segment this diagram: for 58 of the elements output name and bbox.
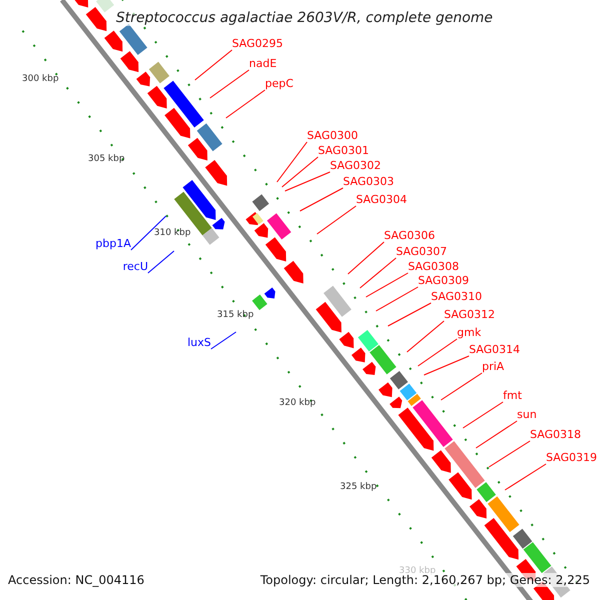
leader-line (360, 258, 396, 288)
leader-line (504, 464, 546, 490)
gene-label: SAG0295 (232, 37, 284, 51)
leader-line (418, 338, 458, 366)
gene-label: SAG0308 (408, 260, 460, 274)
leader-line (366, 272, 408, 298)
leader-line (376, 286, 418, 312)
leader-line (488, 440, 530, 468)
leader-line (130, 216, 166, 250)
gene-label: recU (122, 260, 148, 274)
leader-line (316, 206, 356, 234)
position-tick-label: 310 kbp (154, 228, 191, 238)
gene-label: nadE (249, 57, 277, 71)
position-tick-label: 330 kbp (399, 566, 436, 576)
gene-label: priA (482, 360, 504, 374)
gene-label: SAG0302 (330, 159, 382, 173)
leader-line (300, 188, 344, 212)
leader-line (210, 332, 236, 350)
gene-label: pbp1A (96, 237, 131, 251)
gene-label: gmk (457, 326, 482, 340)
leader-line (284, 172, 330, 192)
gene-label: SAG0307 (396, 245, 448, 259)
leader-line (276, 142, 308, 182)
position-tick-label: 305 kbp (88, 154, 125, 164)
gene-label: SAG0306 (384, 229, 436, 243)
leader-line (476, 420, 518, 448)
gene-label: SAG0301 (318, 144, 370, 158)
gene-label: SAG0319 (546, 451, 598, 465)
title: Streptococcus agalactiae 2603V/R, complete genome (116, 10, 493, 26)
leader-line (424, 356, 470, 376)
position-tick-label: 300 kbp (22, 74, 59, 84)
leader-line (194, 50, 232, 80)
gene-label: SAG0300 (307, 129, 358, 143)
gene-label: luxS (187, 336, 211, 350)
gene-label: fmt (503, 389, 522, 403)
leader-line (406, 320, 444, 352)
gene-label: SAG0312 (444, 308, 496, 322)
gene-label: SAG0304 (356, 193, 408, 207)
gene-label: SAG0310 (431, 290, 482, 304)
gene-label: sun (517, 408, 537, 422)
leader-line (462, 402, 504, 428)
leader-line (348, 242, 384, 274)
leader-line (440, 372, 482, 400)
gene-label: SAG0314 (469, 343, 520, 357)
gene-label: SAG0303 (343, 175, 394, 189)
gene-label: pepC (265, 77, 294, 91)
leader-line (210, 70, 250, 98)
gene-label: SAG0309 (418, 274, 470, 288)
position-tick-label: 320 kbp (279, 398, 316, 408)
position-tick-label: 315 kbp (217, 310, 254, 320)
leader-line (148, 250, 174, 274)
accession-text: Accession: NC_004116 (8, 573, 144, 587)
position-tick-label: 325 kbp (340, 482, 377, 492)
leader-line (388, 302, 432, 326)
leader-line (226, 90, 266, 118)
genome-summary-text: Topology: circular; Length: 2,160,267 bp; Genes: 2,225 (260, 573, 590, 587)
gene-label: SAG0318 (530, 428, 582, 442)
leader-line (282, 156, 318, 188)
